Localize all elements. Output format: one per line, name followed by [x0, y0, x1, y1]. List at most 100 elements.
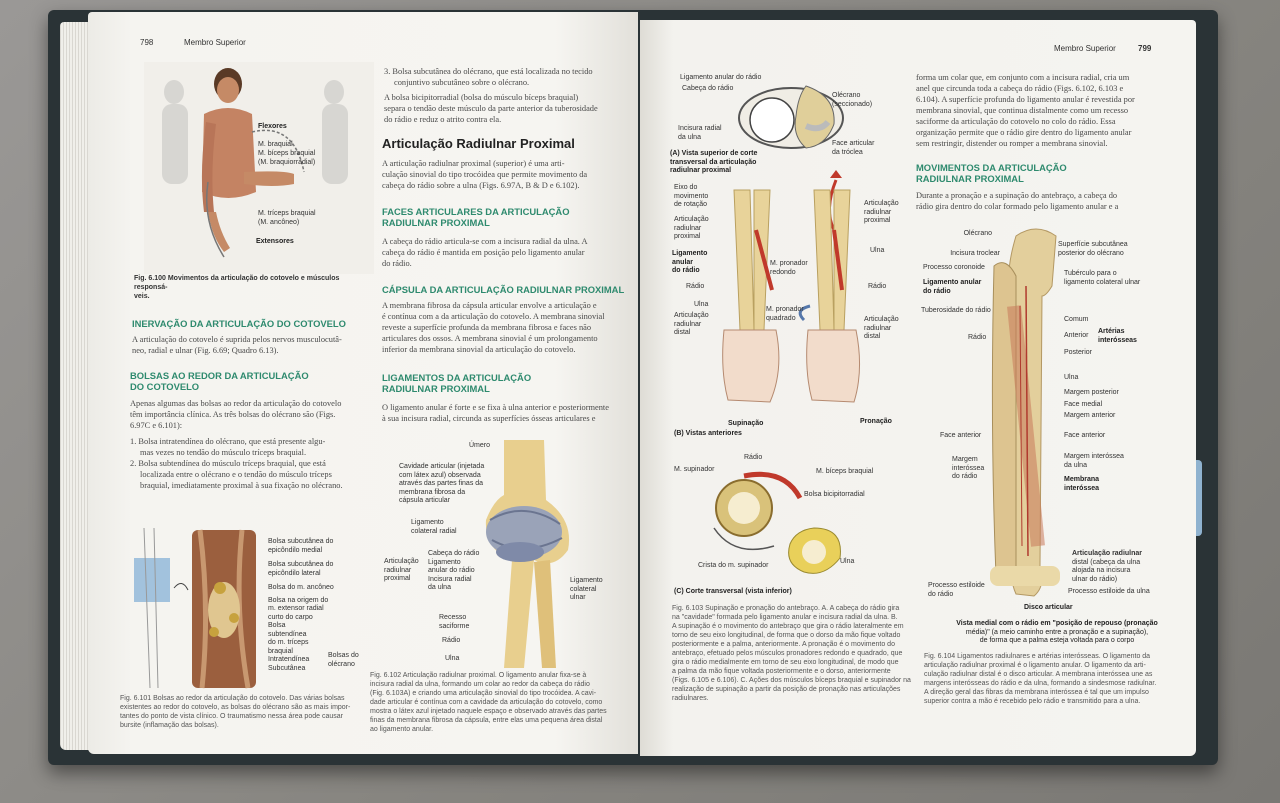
fig-label: Articulação: [864, 316, 899, 323]
right-page-number: 799: [1138, 44, 1152, 53]
heading-line: RADIULNAR PROXIMAL: [382, 217, 490, 228]
caption-line: Fig. 6.103 Supinação e pronação do anteb…: [672, 605, 900, 612]
caption-line: gira o rádio medialmente em torno de seu…: [672, 659, 899, 666]
fig-label: colateral: [570, 585, 597, 593]
fig104-label-olecrano: Olécrano: [963, 230, 992, 237]
fig102-label-ulna: Ulna: [445, 655, 460, 662]
lig-heading: LIGAMENTOS DA ARTICULAÇÃO RADIULNAR PROX…: [382, 372, 531, 394]
fig104-label-comum: Comum: [1064, 316, 1089, 323]
left-running-header: Membro Superior: [184, 38, 246, 47]
fig-label: interóssea: [1064, 484, 1100, 492]
fig-label: braquial: [268, 647, 293, 655]
fig104-label-face-anterior-l: Face anterior: [940, 432, 982, 439]
fig-label: radiulnar: [864, 324, 892, 332]
text-line: forma um colar que, em conjunto com a in…: [916, 73, 1130, 82]
fig-label: Subcutânea: [268, 664, 306, 672]
bursae-heading-line2: DO COTOVELO: [130, 381, 200, 392]
text-line: A membrana fibrosa da cápsula articular …: [382, 301, 597, 310]
caption-line: antebraço, efetuado pelos músculos prona…: [672, 650, 903, 657]
fig-label: Recesso: [439, 614, 467, 621]
fig103a-label-face: Face articular da tróclea: [832, 140, 874, 157]
fig-label: da ulna: [678, 133, 701, 141]
fig103a-label-olecrano: Olécrano (seccionado): [832, 92, 872, 109]
text-line: cabeça do rádio é mantida em posição pel…: [382, 248, 585, 257]
fig104-label-tuberculo: Tubérculo para o ligamento colateral uln…: [1064, 270, 1140, 287]
caption-line: finas da membrana fibrosa da cápsula, en…: [370, 717, 603, 724]
right-page: Membro Superior 799 Ligamento anular do …: [640, 20, 1196, 756]
fig-label: epicôndilo medial: [268, 546, 323, 554]
text-line: Durante a pronação e a supinação do ante…: [916, 191, 1118, 200]
fig-label: do rádio: [923, 287, 951, 295]
fig-label: da tróclea: [832, 148, 863, 156]
fig104-label-incisura-troclear: Incisura troclear: [950, 250, 1000, 257]
fig-6-102-illustration: [464, 440, 584, 668]
fig103b-label-ulna-r: Ulna: [870, 247, 885, 254]
fig104-label-margem-interossea-ulna: Margem interóssea da ulna: [1064, 453, 1124, 470]
fig-label: Processo estiloide: [928, 582, 985, 589]
fig104-label-processo-coronoide: Processo coronoide: [923, 264, 985, 271]
innervation-heading: INERVAÇÃO DA ARTICULAÇÃO DO COTOVELO: [132, 318, 346, 329]
bursae-heading-line1: BOLSAS AO REDOR DA ARTICULAÇÃO: [130, 370, 309, 381]
fig-label: Ligamento: [570, 577, 603, 584]
caption-line: (Figs. 6.105 e 6.106). C. Ações dos músc…: [672, 677, 911, 684]
fig-label: subtendínea: [268, 630, 307, 638]
fig-label: distal (cabeça da ulna: [1072, 558, 1141, 566]
fig-label: Ligamento: [411, 519, 444, 526]
fig-label: Olécrano: [832, 92, 861, 99]
fig-6-101-bracket-label: Bolsas do olécrano: [328, 652, 359, 669]
text-line: 6.97C e 6.101):: [130, 421, 183, 430]
fig-6-104-illustration: [986, 226, 1086, 598]
caption-line: radiulnares.: [672, 695, 709, 702]
fig104-label-art-distal: Articulação radiulnar distal (cabeça da …: [1072, 550, 1142, 584]
fig102-label-lig-colateral-radial: Ligamento colateral radial: [411, 519, 457, 536]
text-line: anel que circunda toda a cabeça do rádio…: [916, 84, 1124, 93]
fig102-label-umero: Úmero: [469, 442, 491, 449]
text-line: cabeça do rádio sobre a ulna (Figs. 6.97…: [382, 181, 580, 190]
fig104-label-arterias: Artérias interósseas: [1098, 328, 1137, 345]
fig-label: média)" (a meio caminho entre a pronação…: [965, 628, 1149, 636]
fig103b-title: (B) Vistas anteriores: [674, 430, 742, 437]
fig-label: Articulação: [674, 216, 709, 223]
fig-label: anular: [672, 258, 694, 266]
fig-label: Margem: [952, 456, 978, 463]
fig-label: proximal: [384, 575, 411, 582]
movimentos-text: Durante a pronação e a supinação do ante…: [916, 190, 1166, 212]
fig-label: posterior do olécrano: [1058, 249, 1124, 257]
fig-label: Articulação: [864, 200, 899, 207]
bursae-list: 1. Bolsa intratendínea do olécrano, que …: [130, 436, 380, 491]
list-item-cont: localizada entre o olécrano e o tendão d…: [140, 470, 332, 479]
heading-line: FACES ARTICULARES DA ARTICULAÇÃO: [382, 206, 570, 217]
fig103a-label-cabeca: Cabeça do rádio: [682, 85, 734, 92]
fig104-label-face-anterior-r: Face anterior: [1064, 432, 1106, 439]
fig-label: Artérias: [1098, 328, 1125, 335]
list-item: 1. Bolsa intratendínea do olécrano, que …: [130, 437, 326, 446]
fig103b-label-ulna-l: Ulna: [694, 301, 709, 308]
text-line: A articulação do cotovelo é suprida pelo…: [132, 335, 342, 344]
fig-label: radiulnar: [674, 320, 702, 328]
text-line: A cabeça do rádio articula-se com a inci…: [382, 237, 588, 246]
fig-label: da ulna: [428, 584, 451, 591]
fig102-label-cavidade: Cavidade articular (injetada com látex a…: [399, 463, 509, 506]
fig104-label-membrana: Membrana interóssea: [1064, 476, 1099, 493]
fig104-label-face-medial: Face medial: [1064, 401, 1103, 408]
list-item: 2. Bolsa subtendínea do músculo tríceps …: [130, 459, 326, 468]
fig102-label-recesso: Recesso saciforme: [439, 614, 469, 631]
fig-label: colateral radial: [411, 527, 457, 535]
fig-label: epicôndilo lateral: [268, 569, 321, 577]
fig-label: Bolsa: [268, 622, 286, 629]
text-line: rádio gira dentro do colar formado pelo …: [916, 202, 1119, 211]
fig-label: radiulnar: [864, 208, 892, 216]
fig104-label-estiloide-radio: Processo estiloide do rádio: [928, 582, 985, 599]
fig-label: Bolsa na origem do: [268, 596, 329, 604]
heading-line: RADIULNAR PROXIMAL: [916, 173, 1024, 184]
fig-label: Ligamento anular: [923, 279, 982, 286]
caption-line: mostra o látex azul injetado naquele esp…: [370, 708, 607, 715]
fig-label: radiulnar: [674, 224, 702, 232]
label-extensores: Extensores: [256, 238, 294, 245]
label-flexores: Flexores: [258, 123, 287, 130]
fig-label: Articulação radiulnar: [1072, 550, 1143, 557]
fig104-label-margem-anterior: Margem anterior: [1064, 412, 1116, 419]
fig-label: M. pronador: [770, 260, 808, 267]
capsule-text: A membrana fibrosa da cápsula articular …: [382, 300, 626, 355]
fig103b-label-pronador-redondo: M. pronador redondo: [770, 260, 808, 277]
